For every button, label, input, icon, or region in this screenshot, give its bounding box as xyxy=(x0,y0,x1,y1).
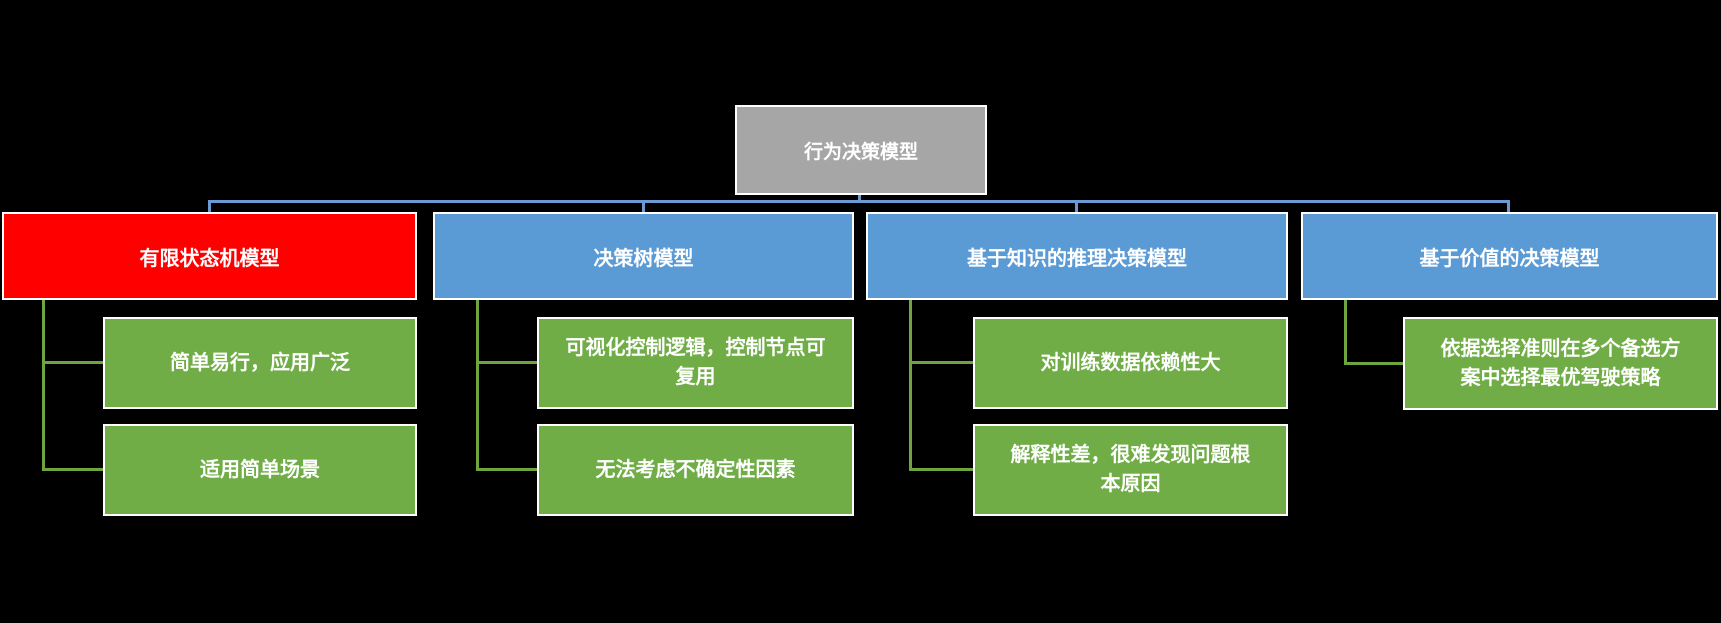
node-branch-label: 基于价值的决策模型 xyxy=(1419,247,1600,270)
node-leaf[interactable]: 解释性差，很难发现问题根本原因 xyxy=(973,424,1288,516)
node-branch-value-based[interactable]: 基于价值的决策模型 xyxy=(1301,212,1718,300)
connector-drop-branch-2 xyxy=(642,200,645,213)
node-leaf-label: 适用简单场景 xyxy=(200,458,320,481)
connector-branch-1-stem xyxy=(42,300,45,471)
connector-drop-branch-4 xyxy=(1507,200,1510,213)
connector-branch-4-child-1 xyxy=(1344,362,1403,365)
node-branch-finite-state-machine[interactable]: 有限状态机模型 xyxy=(2,212,417,300)
node-leaf-label: 简单易行，应用广泛 xyxy=(170,351,350,374)
node-root[interactable]: 行为决策模型 xyxy=(735,105,987,195)
node-leaf-label: 依据选择准则在多个备选方案中选择最优驾驶策略 xyxy=(1440,337,1681,389)
node-leaf[interactable]: 依据选择准则在多个备选方案中选择最优驾驶策略 xyxy=(1403,317,1718,410)
node-branch-label: 基于知识的推理决策模型 xyxy=(967,247,1187,270)
node-leaf[interactable]: 简单易行，应用广泛 xyxy=(103,317,417,409)
node-leaf-label: 解释性差，很难发现问题根本原因 xyxy=(1010,444,1251,495)
node-branch-knowledge-reasoning[interactable]: 基于知识的推理决策模型 xyxy=(866,212,1288,300)
connector-branch-3-child-2 xyxy=(909,468,973,471)
connector-branch-1-child-1 xyxy=(42,361,103,364)
node-leaf-label: 可视化控制逻辑，控制节点可复用 xyxy=(565,337,826,388)
node-branch-decision-tree[interactable]: 决策树模型 xyxy=(433,212,854,300)
node-leaf[interactable]: 无法考虑不确定性因素 xyxy=(537,424,854,516)
node-root-label: 行为决策模型 xyxy=(803,141,918,163)
connector-branch-2-child-2 xyxy=(476,468,537,471)
node-leaf[interactable]: 可视化控制逻辑，控制节点可复用 xyxy=(537,317,854,409)
node-leaf[interactable]: 适用简单场景 xyxy=(103,424,417,516)
node-leaf-label: 对训练数据依赖性大 xyxy=(1040,351,1221,374)
node-leaf-label: 无法考虑不确定性因素 xyxy=(595,458,796,481)
connector-root-riser xyxy=(858,195,861,203)
connector-branch-1-child-2 xyxy=(42,468,103,471)
node-branch-label: 决策树模型 xyxy=(593,247,694,270)
connector-bus xyxy=(208,200,1510,203)
connector-drop-branch-1 xyxy=(208,200,211,213)
connector-branch-2-stem xyxy=(476,300,479,471)
connector-drop-branch-3 xyxy=(1075,200,1078,213)
node-leaf[interactable]: 对训练数据依赖性大 xyxy=(973,317,1288,409)
connector-branch-2-child-1 xyxy=(476,361,537,364)
connector-branch-3-child-1 xyxy=(909,361,973,364)
connector-branch-4-stem xyxy=(1344,300,1347,365)
node-branch-label: 有限状态机模型 xyxy=(139,247,280,270)
connector-branch-3-stem xyxy=(909,300,912,471)
